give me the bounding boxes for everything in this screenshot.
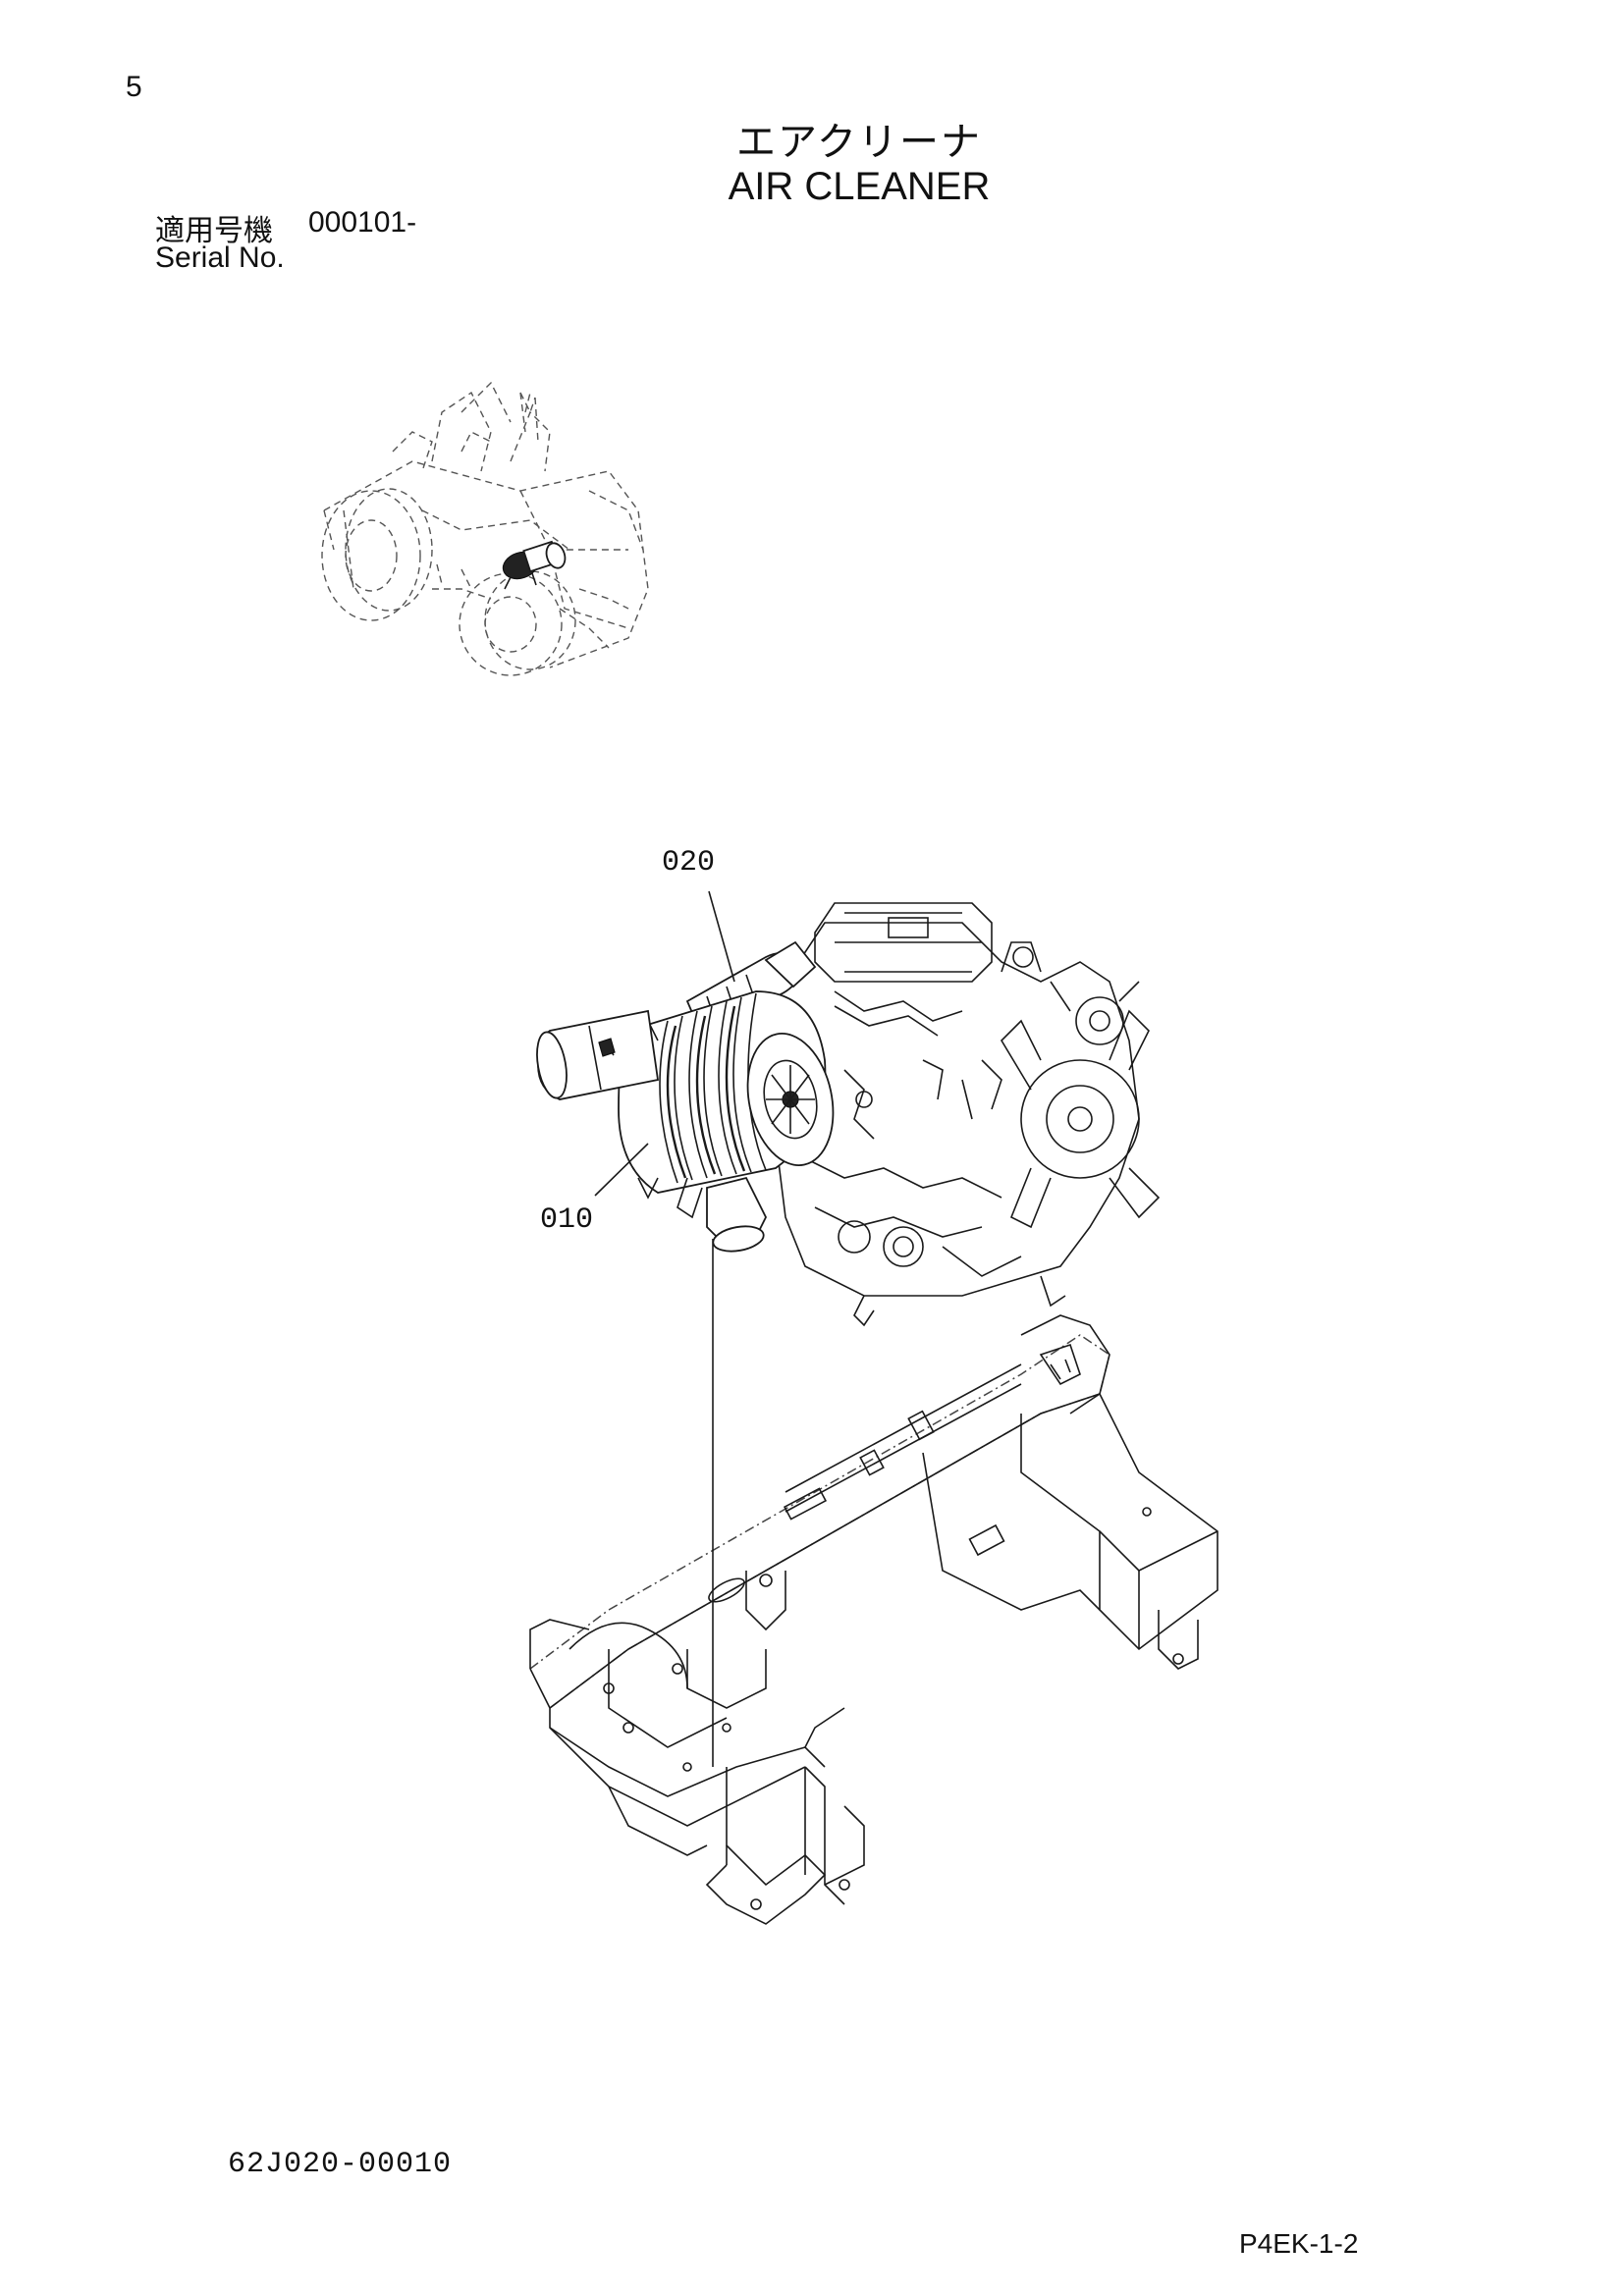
chassis-frame xyxy=(529,1314,1218,1925)
page-number: 5 xyxy=(126,71,142,103)
callout-020: 020 xyxy=(662,846,716,880)
page-title-japanese: エアクリーナ xyxy=(736,120,982,165)
serial-label: Serial No. xyxy=(155,241,285,274)
air-cleaner-body xyxy=(618,990,835,1200)
serial-label-japanese: 適用号機 xyxy=(155,214,273,248)
page-reference: P4EK-1-2 xyxy=(1239,2228,1359,2259)
machine-overview-illustration xyxy=(321,381,649,676)
callout-010: 010 xyxy=(540,1203,594,1237)
engine-assembly xyxy=(536,902,1161,1327)
highlighted-air-cleaner xyxy=(502,540,567,590)
document-code: 62J020-00010 xyxy=(228,2148,453,2181)
callout-leaders xyxy=(594,890,735,1767)
serial-number-range: 000101- xyxy=(308,206,417,239)
page-title: AIR CLEANER xyxy=(728,165,991,208)
